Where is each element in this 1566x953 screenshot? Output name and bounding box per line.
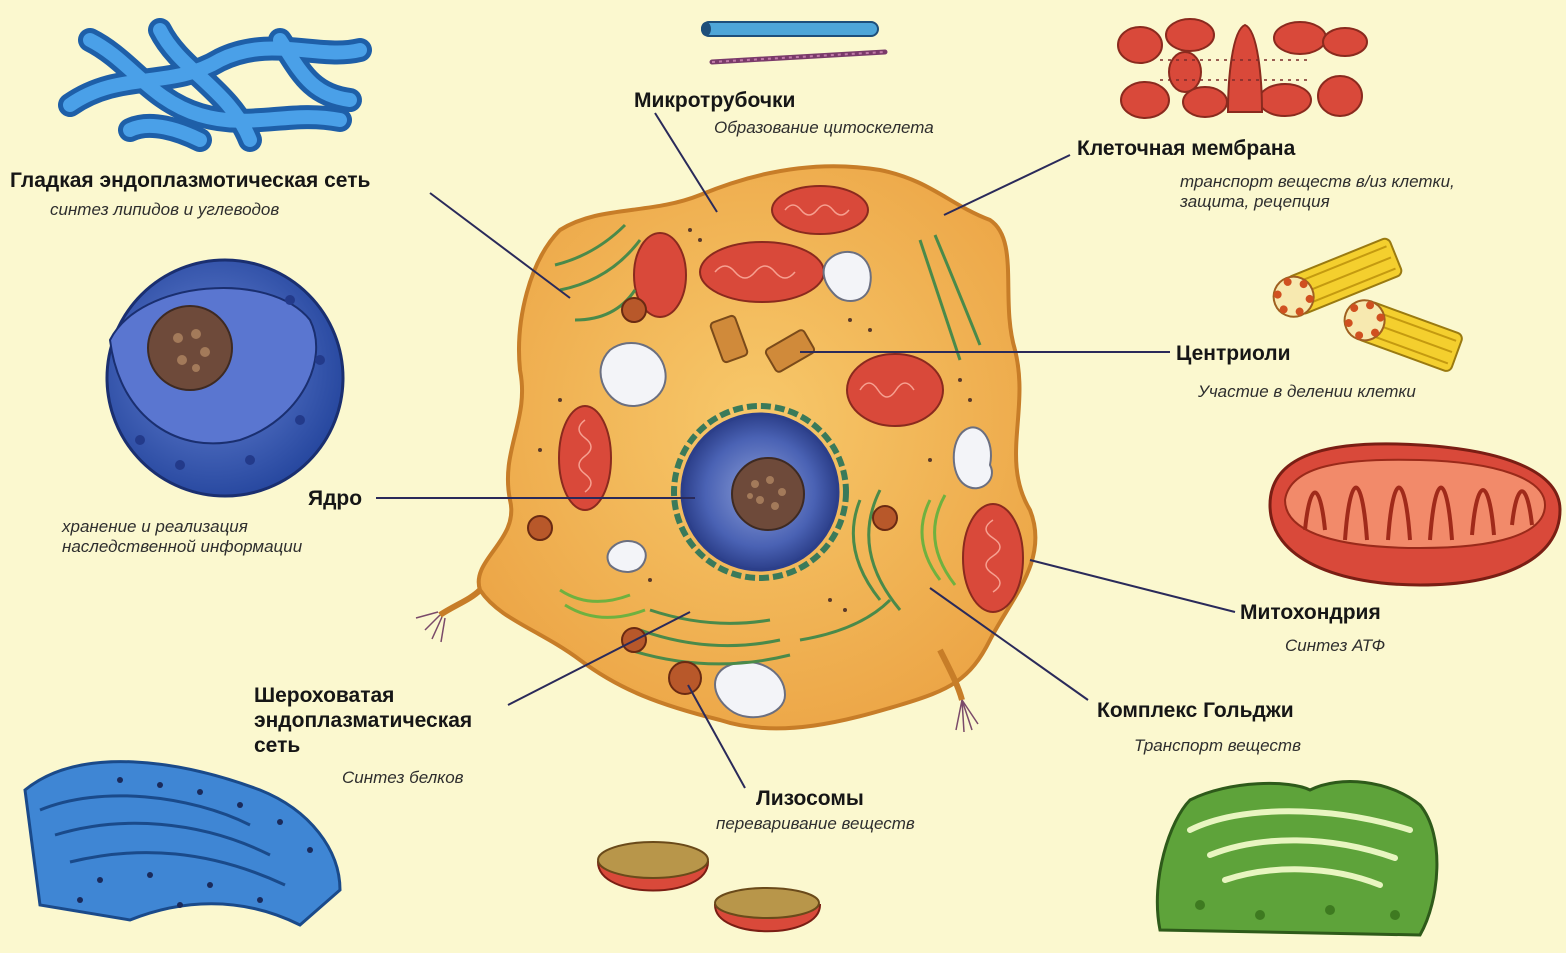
smooth-er-title: Гладкая эндоплазмотическая сеть: [10, 168, 370, 193]
cell-nucleolus: [732, 458, 804, 530]
golgi-title: Комплекс Гольджи: [1097, 698, 1294, 723]
microtubule-icon: [701, 22, 885, 62]
leader-mitochondria: [1030, 560, 1235, 612]
centrioles-title: Центриоли: [1176, 341, 1291, 366]
centrioles-desc: Участие в делении клетки: [1198, 382, 1416, 402]
mitochondrion-icon: [1270, 444, 1560, 585]
membrane-title: Клеточная мембрана: [1077, 136, 1295, 161]
golgi-desc: Транспорт веществ: [1134, 736, 1301, 756]
smooth-er-desc: синтез липидов и углеводов: [50, 200, 279, 220]
leader-membrane: [944, 155, 1070, 215]
lysosomes-desc: переваривание веществ: [716, 814, 915, 834]
cilia-right: [956, 700, 978, 732]
smooth-er-icon: [70, 30, 360, 140]
cilia-left: [416, 612, 445, 642]
rough-er-title: Шероховатая эндоплазматическая сеть: [254, 683, 472, 758]
lysosome-icon: [598, 842, 820, 931]
rough-er-icon: [25, 762, 340, 925]
microtubules-title: Микротрубочки: [634, 88, 795, 113]
leader-microtubules: [655, 113, 717, 212]
nucleus-title: Ядро: [308, 486, 362, 511]
microtubules-desc: Образование цитоскелета: [714, 118, 934, 138]
golgi-icon: [1157, 782, 1437, 935]
membrane-icon: [1118, 19, 1367, 118]
nucleus-desc: хранение и реализация наследственной инф…: [62, 517, 302, 557]
mitochondria-desc: Синтез АТФ: [1285, 636, 1385, 656]
nucleus-icon: [107, 260, 343, 496]
cell-process-left: [440, 590, 480, 615]
lysosomes-title: Лизосомы: [756, 786, 864, 811]
membrane-desc: транспорт веществ в/из клетки, защита, р…: [1180, 172, 1455, 212]
centriole-icon: [1268, 237, 1464, 373]
rough-er-desc: Синтез белков: [342, 768, 464, 788]
mitochondria-title: Митохондрия: [1240, 600, 1381, 625]
